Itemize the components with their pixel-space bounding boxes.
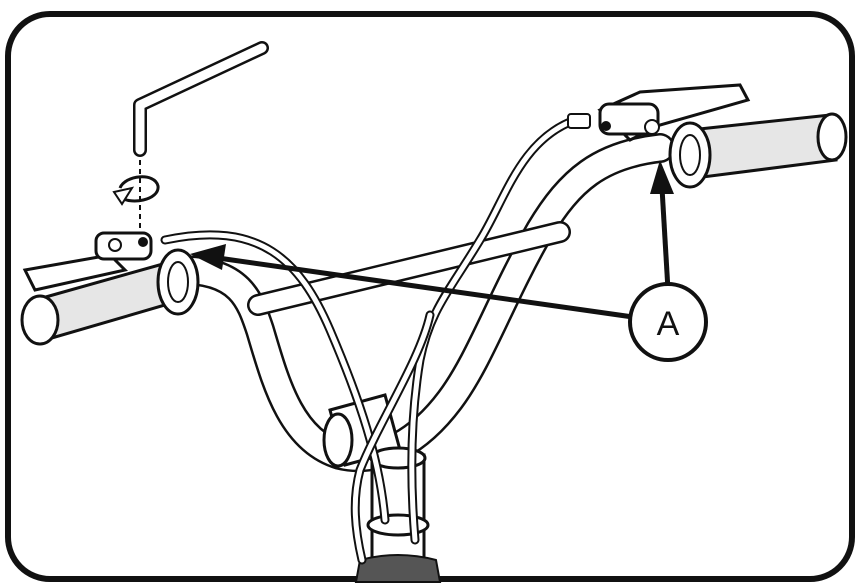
left-brake-lever-mount xyxy=(22,231,153,292)
callout-label: A xyxy=(628,282,708,362)
callout-letter: A xyxy=(657,305,680,343)
right-brake-lever-mount xyxy=(567,83,751,142)
hex-key-icon xyxy=(133,41,269,157)
left-grip xyxy=(20,248,200,346)
rotate-icon xyxy=(112,160,160,228)
brake-cables xyxy=(160,115,580,565)
callout-arrows xyxy=(190,160,674,321)
right-grip xyxy=(668,112,848,189)
